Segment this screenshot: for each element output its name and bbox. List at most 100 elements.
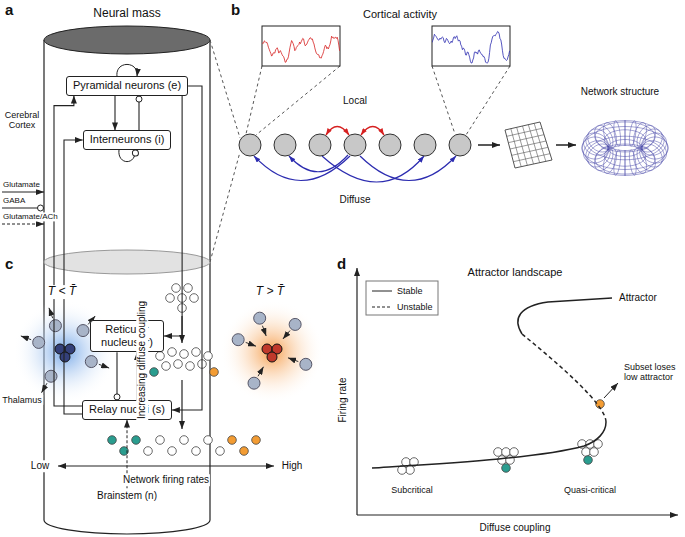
- torus: [595, 125, 613, 149]
- diffuse-coupling-arcs: [254, 156, 350, 181]
- legend-text: GABA: [2, 196, 26, 205]
- mass-to-network-leads: [256, 66, 340, 135]
- diffuse-coupling-arcs: [254, 155, 456, 182]
- particles: [60, 352, 70, 362]
- particles: [590, 448, 599, 457]
- particles: [21, 336, 31, 340]
- glutamate-connection: [114, 96, 115, 131]
- coupling-arrows: [181, 380, 182, 429]
- particles: [180, 436, 189, 445]
- legend-text: Glutamate: [2, 180, 41, 189]
- diffuse-coupling-arcs: [322, 156, 424, 182]
- annotation-text: Attractor landscape: [467, 266, 564, 279]
- neural-mass-cylinder: [44, 40, 210, 534]
- particles: [228, 436, 237, 445]
- particles: [204, 436, 213, 445]
- bifurcation-curve: [372, 422, 606, 468]
- coupling-arrows: [58, 465, 274, 466]
- stability-legend: [366, 281, 438, 315]
- particles: [267, 352, 277, 362]
- particles: [99, 364, 109, 368]
- particles: [262, 326, 266, 336]
- network-nodes: [449, 134, 471, 156]
- activity-traces: [432, 31, 510, 63]
- bifurcation-curve: [372, 298, 618, 468]
- network-nodes: [379, 134, 401, 156]
- particles: [21, 284, 604, 475]
- torus: [582, 120, 668, 176]
- particles: [289, 318, 301, 330]
- synapse-legend-samples: [2, 208, 44, 209]
- process-box: Interneurons (i): [83, 130, 172, 149]
- stability-legend: [366, 281, 438, 315]
- torus: [604, 130, 646, 151]
- particles: [502, 464, 511, 473]
- annotation-text: Attractor: [618, 292, 658, 304]
- box-text: Pyramidal neurons (e): [73, 79, 181, 92]
- network-nodes: [309, 134, 331, 156]
- local-coupling-arcs: [326, 127, 349, 136]
- gaba-connection: [116, 352, 117, 400]
- annotation-text: Neural mass: [92, 7, 161, 21]
- particles: [49, 320, 61, 332]
- annotation-text: Increasing diffuse coupling: [136, 300, 148, 420]
- torus: [625, 150, 626, 176]
- torus: [595, 144, 655, 174]
- particles: [192, 447, 201, 456]
- particles: [254, 312, 266, 324]
- box-text: Reticular nucleus (r): [97, 323, 157, 349]
- activity-traces: [262, 31, 510, 63]
- attractor-axes: [357, 268, 678, 515]
- particles: [300, 358, 312, 370]
- particles: [184, 284, 193, 293]
- mass-to-network-leads: [210, 40, 240, 138]
- annotation-text: Quasi-critical: [563, 485, 617, 495]
- annotation-text: T < T̄: [47, 285, 77, 299]
- particles: [192, 348, 201, 357]
- particles: [502, 448, 511, 457]
- network-nodes: [239, 134, 471, 156]
- panel-letter: b: [230, 1, 241, 18]
- glutamate-connection: [172, 86, 202, 410]
- particles: [33, 336, 45, 348]
- particles: [150, 368, 159, 377]
- diffuse-coupling-arcs: [360, 156, 456, 181]
- torus: [640, 144, 663, 167]
- panel-letter: a: [4, 1, 14, 18]
- bifurcation-curve: [522, 334, 606, 422]
- particles: [172, 284, 181, 293]
- legend-text: Glutamate/ACh: [2, 212, 59, 221]
- annotation-text: Low: [30, 460, 50, 472]
- annotation-text: Cerebral Cortex: [1, 110, 43, 131]
- particles: [232, 334, 244, 346]
- network-nodes: [274, 134, 296, 156]
- particles: [204, 352, 213, 361]
- process-box: Reticular nucleus (r): [90, 320, 164, 352]
- torus: [604, 145, 646, 166]
- annotation-text: Network structure: [580, 86, 660, 98]
- activity-traces: [262, 36, 340, 62]
- particles: [510, 448, 519, 457]
- legend-text: Stable: [396, 286, 424, 296]
- self-loop: [117, 64, 137, 76]
- particles: [288, 358, 298, 362]
- legend-text: Unstable: [396, 302, 434, 312]
- local-coupling-arcs: [361, 127, 384, 136]
- particles: [252, 436, 261, 445]
- particles: [156, 352, 165, 361]
- particles: [144, 447, 153, 456]
- process-box: Relay nuclei (s): [82, 400, 172, 419]
- box-text: Interneurons (i): [90, 133, 165, 146]
- mass-to-network-leads: [432, 66, 455, 134]
- annotation-text: Local: [342, 95, 368, 107]
- particles: [168, 447, 177, 456]
- torus: [614, 121, 621, 146]
- particles: [108, 436, 117, 445]
- particles: [246, 342, 256, 346]
- structure-arrows: [478, 144, 500, 146]
- temperature-glows: [13, 300, 324, 404]
- particles: [132, 436, 141, 445]
- particles: [162, 362, 171, 371]
- particles: [210, 368, 219, 377]
